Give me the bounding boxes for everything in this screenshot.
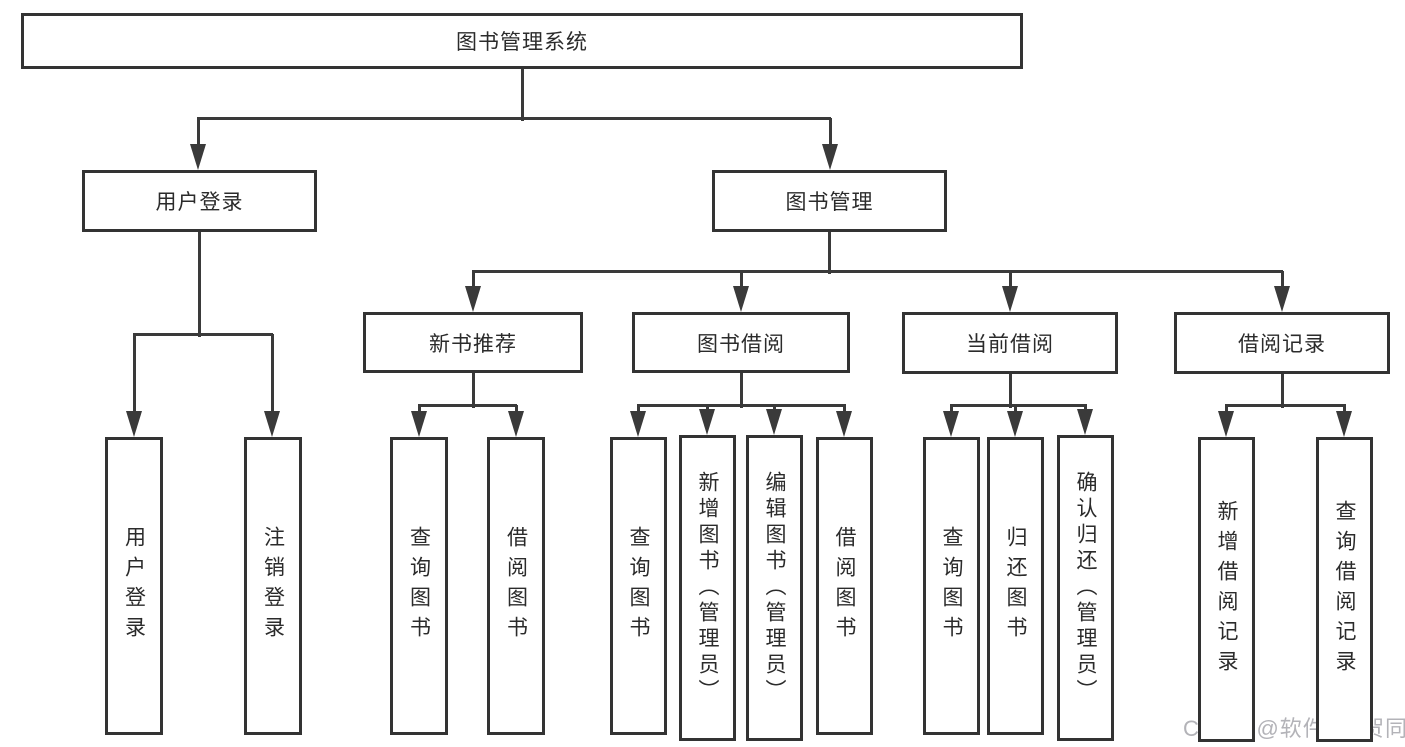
connector-line <box>1008 373 1012 408</box>
node-query-record-column: 查询借阅记录 <box>1316 437 1373 742</box>
node-label: 编辑图书（管理员） <box>763 471 786 705</box>
connector-line <box>1225 403 1346 407</box>
node-label: 借阅记录 <box>1238 333 1326 356</box>
connector-line <box>270 334 274 413</box>
connector-line <box>739 271 743 288</box>
node-label: 查询图书 <box>940 526 963 646</box>
arrow-down-icon <box>264 411 280 437</box>
node-query-book-column: 查询图书 <box>923 437 980 735</box>
connector-line <box>827 232 831 274</box>
node-label: 新增图书（管理员） <box>696 471 719 705</box>
connector-line <box>1008 271 1012 288</box>
connector-line <box>1342 405 1346 413</box>
node-edit-book-admin-column: 编辑图书（管理员） <box>746 435 803 741</box>
connector-line <box>471 271 475 288</box>
node-label: 归还图书 <box>1004 526 1027 646</box>
arrow-down-icon <box>630 411 646 437</box>
node-borrow-book-column: 借阅图书 <box>816 437 873 735</box>
arrow-down-icon <box>190 144 206 170</box>
connector-line <box>1280 271 1284 288</box>
node-book-borrow: 图书借阅 <box>632 312 850 373</box>
arrow-down-icon <box>465 286 481 312</box>
arrow-down-icon <box>1002 286 1018 312</box>
connector-line <box>471 373 475 408</box>
connector-line <box>705 405 709 411</box>
arrow-down-icon <box>1218 411 1234 437</box>
node-label: 查询图书 <box>407 526 431 646</box>
connector-line <box>1224 405 1228 413</box>
connector-line <box>132 334 136 413</box>
arrow-down-icon <box>508 411 524 437</box>
node-label: 查询图书 <box>627 526 650 646</box>
node-root-system: 图书管理系统 <box>21 13 1023 69</box>
node-label: 用户登录 <box>122 526 146 646</box>
connector-line <box>637 403 846 407</box>
arrow-down-icon <box>1336 411 1352 437</box>
connector-line <box>196 118 200 146</box>
node-label: 当前借阅 <box>966 333 1054 356</box>
connector-line <box>197 116 831 120</box>
node-book-management: 图书管理 <box>712 170 947 232</box>
arrow-down-icon <box>1007 411 1023 437</box>
node-label: 注销登录 <box>261 526 285 646</box>
connector-line <box>197 232 201 337</box>
node-label: 新书推荐 <box>429 332 517 356</box>
arrow-down-icon <box>733 286 749 312</box>
node-label: 新增借阅记录 <box>1215 499 1238 680</box>
node-user-login: 用户登录 <box>82 170 317 232</box>
connector-line <box>520 69 524 121</box>
arrow-down-icon <box>943 411 959 437</box>
connector-line <box>828 118 832 146</box>
node-query-book-column: 查询图书 <box>390 437 448 735</box>
node-add-record-column: 新增借阅记录 <box>1198 437 1255 742</box>
node-borrow-record: 借阅记录 <box>1174 312 1390 374</box>
connector-line <box>133 332 273 336</box>
connector-line <box>1083 405 1087 411</box>
node-label: 借阅图书 <box>504 526 528 646</box>
arrow-down-icon <box>411 411 427 437</box>
connector-line <box>514 405 518 413</box>
node-return-book-column: 归还图书 <box>987 437 1044 735</box>
arrow-down-icon <box>126 411 142 437</box>
connector-line <box>1280 373 1284 408</box>
node-label: 查询借阅记录 <box>1333 499 1356 680</box>
node-label: 用户登录 <box>155 191 244 214</box>
arrow-down-icon <box>822 144 838 170</box>
connector-line <box>418 403 517 407</box>
connector-line <box>739 373 743 408</box>
node-query-book-column: 查询图书 <box>610 437 667 735</box>
arrow-down-icon <box>1274 286 1290 312</box>
connector-line <box>472 269 1283 273</box>
node-label: 图书管理系统 <box>456 31 588 54</box>
arrow-down-icon <box>1077 409 1093 435</box>
connector-line <box>1013 405 1017 413</box>
connector-line <box>842 405 846 413</box>
node-login-column: 用户登录 <box>105 437 163 735</box>
node-label: 图书管理 <box>785 191 874 214</box>
node-current-borrow: 当前借阅 <box>902 312 1118 374</box>
arrow-down-icon <box>699 409 715 435</box>
node-new-book-recommend: 新书推荐 <box>363 312 583 373</box>
arrow-down-icon <box>836 411 852 437</box>
node-label: 图书借阅 <box>697 332 785 356</box>
connector-line <box>636 405 640 413</box>
node-borrow-book-column: 借阅图书 <box>487 437 545 735</box>
node-label: 确认归还（管理员） <box>1074 471 1097 705</box>
connector-line <box>950 403 1087 407</box>
node-logout-column: 注销登录 <box>244 437 302 735</box>
node-confirm-return-column: 确认归还（管理员） <box>1057 435 1114 741</box>
connector-line <box>949 405 953 413</box>
connector-line <box>417 405 421 413</box>
arrow-down-icon <box>766 409 782 435</box>
connector-line <box>772 405 776 411</box>
node-add-book-admin-column: 新增图书（管理员） <box>679 435 736 741</box>
node-label: 借阅图书 <box>833 526 856 646</box>
